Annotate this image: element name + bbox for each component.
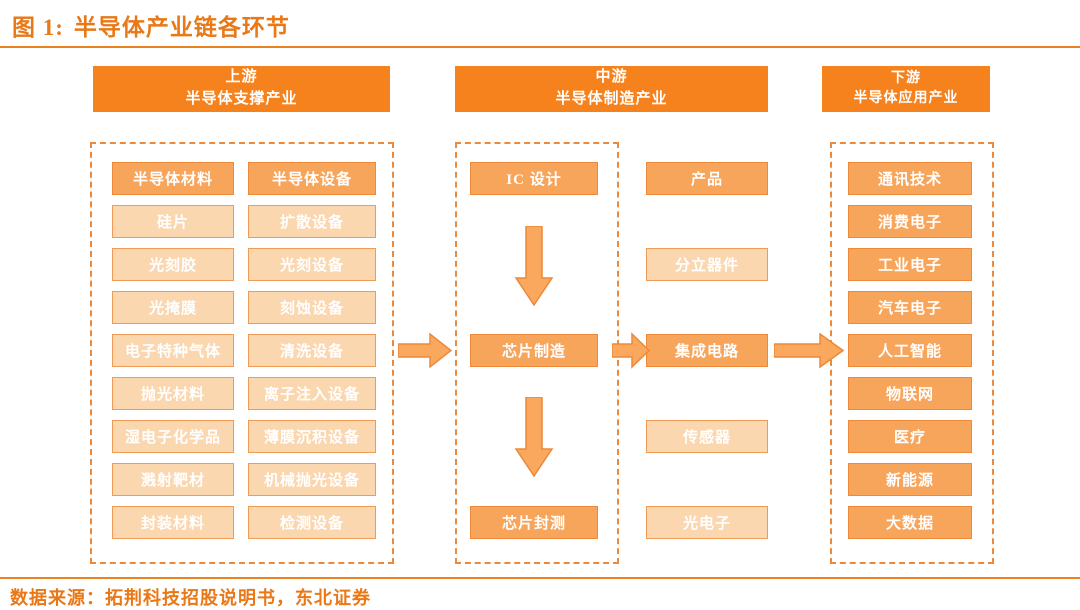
upstream-equipment-box: 扩散设备 [248, 205, 376, 238]
figure-title: 图 1: 半导体产业链各环节 [12, 8, 290, 42]
upstream-equipment-box: 离子注入设备 [248, 377, 376, 410]
header-upstream-line2: 半导体支撑产业 [185, 91, 298, 107]
upstream-equipment-box: 薄膜沉积设备 [248, 420, 376, 453]
upstream-material-box: 封装材料 [112, 506, 234, 539]
header-downstream-line1: 下游 [891, 70, 921, 86]
downstream-application-box: 新能源 [848, 463, 972, 496]
right-arrow-icon [612, 332, 650, 369]
midstream-product-box: 产品 [646, 162, 768, 195]
midstream-flow-box: 芯片封测 [470, 506, 598, 539]
midstream-flow-box: 芯片制造 [470, 334, 598, 367]
figure-label: 图 1: [12, 15, 64, 40]
downstream-application-box: 消费电子 [848, 205, 972, 238]
header-upstream-line1: 上游 [225, 69, 258, 86]
downstream-application-box: 通讯技术 [848, 162, 972, 195]
header-upstream: 上游 半导体支撑产业 [93, 66, 390, 112]
upstream-equipment-box: 半导体设备 [248, 162, 376, 195]
upstream-equipment-box: 检测设备 [248, 506, 376, 539]
upstream-material-box: 电子特种气体 [112, 334, 234, 367]
down-arrow-icon [514, 397, 554, 477]
upstream-material-box: 抛光材料 [112, 377, 234, 410]
upstream-equipment-box: 光刻设备 [248, 248, 376, 281]
downstream-application-box: 物联网 [848, 377, 972, 410]
upstream-material-box: 光掩膜 [112, 291, 234, 324]
header-midstream-line1: 中游 [595, 69, 628, 86]
downstream-application-box: 大数据 [848, 506, 972, 539]
header-downstream: 下游 半导体应用产业 [822, 66, 990, 112]
top-divider [0, 46, 1080, 48]
header-midstream-line2: 半导体制造产业 [555, 91, 668, 107]
upstream-dashed-zone [90, 142, 394, 564]
midstream-product-box: 光电子 [646, 506, 768, 539]
midstream-product-box: 传感器 [646, 420, 768, 453]
upstream-material-box: 溅射靶材 [112, 463, 234, 496]
down-arrow-icon [514, 226, 554, 306]
downstream-application-box: 汽车电子 [848, 291, 972, 324]
upstream-material-box: 硅片 [112, 205, 234, 238]
upstream-material-box: 半导体材料 [112, 162, 234, 195]
upstream-material-box: 光刻胶 [112, 248, 234, 281]
downstream-application-box: 医疗 [848, 420, 972, 453]
upstream-equipment-box: 清洗设备 [248, 334, 376, 367]
upstream-equipment-box: 刻蚀设备 [248, 291, 376, 324]
upstream-material-box: 湿电子化学品 [112, 420, 234, 453]
downstream-application-box: 工业电子 [848, 248, 972, 281]
midstream-product-box: 集成电路 [646, 334, 768, 367]
right-arrow-icon [774, 332, 844, 369]
downstream-application-box: 人工智能 [848, 334, 972, 367]
right-arrow-icon [398, 332, 452, 369]
midstream-flow-box: IC 设计 [470, 162, 598, 195]
upstream-equipment-box: 机械抛光设备 [248, 463, 376, 496]
header-midstream: 中游 半导体制造产业 [455, 66, 768, 112]
figure-title-text: 半导体产业链各环节 [73, 15, 290, 40]
header-downstream-line2: 半导体应用产业 [853, 91, 959, 106]
bottom-divider [0, 577, 1080, 579]
midstream-product-box: 分立器件 [646, 248, 768, 281]
data-source: 数据来源：拓荆科技招股说明书，东北证券 [10, 588, 371, 608]
